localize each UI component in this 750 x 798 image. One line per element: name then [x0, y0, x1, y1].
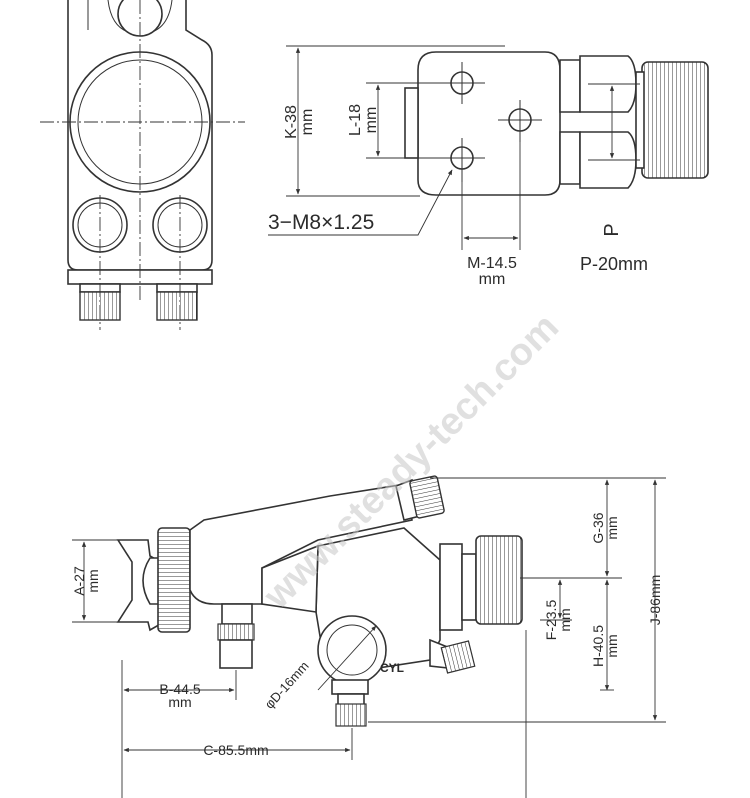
- dim-p-label: P-20mm: [580, 254, 648, 274]
- dim-b-unit: mm: [168, 694, 191, 710]
- port-p-label: P: [601, 223, 623, 236]
- side-view: [72, 475, 666, 798]
- dim-b-label: B-44.5: [159, 681, 200, 697]
- front-view: [40, 0, 245, 330]
- dim-c-label: C-85.5mm: [203, 742, 268, 758]
- thread-callout: 3−M8×1.25: [268, 211, 374, 234]
- dim-k-label: K-38: [283, 105, 300, 139]
- dim-h-unit: mm: [604, 634, 620, 657]
- dim-a-label: A-27: [71, 566, 87, 596]
- dim-l-unit: mm: [363, 107, 380, 134]
- dim-f-unit: mm: [557, 608, 573, 631]
- dim-g-label: G-36: [590, 512, 606, 543]
- dim-m-label: M-14.5: [467, 255, 517, 272]
- dim-h-label: H-40.5: [590, 625, 606, 667]
- cyl-label: CYL: [380, 661, 404, 675]
- dim-a-unit: mm: [85, 569, 101, 592]
- dim-j-label: J-86mm: [647, 575, 663, 626]
- dim-f-label: F-23.5: [543, 600, 559, 641]
- dim-k-unit: mm: [299, 109, 316, 136]
- top-view: [268, 45, 709, 250]
- dim-m-unit: mm: [479, 271, 506, 288]
- dim-l-label: L-18: [347, 104, 364, 136]
- dim-d-label: φD-16mm: [262, 658, 312, 711]
- dim-g-unit: mm: [604, 516, 620, 539]
